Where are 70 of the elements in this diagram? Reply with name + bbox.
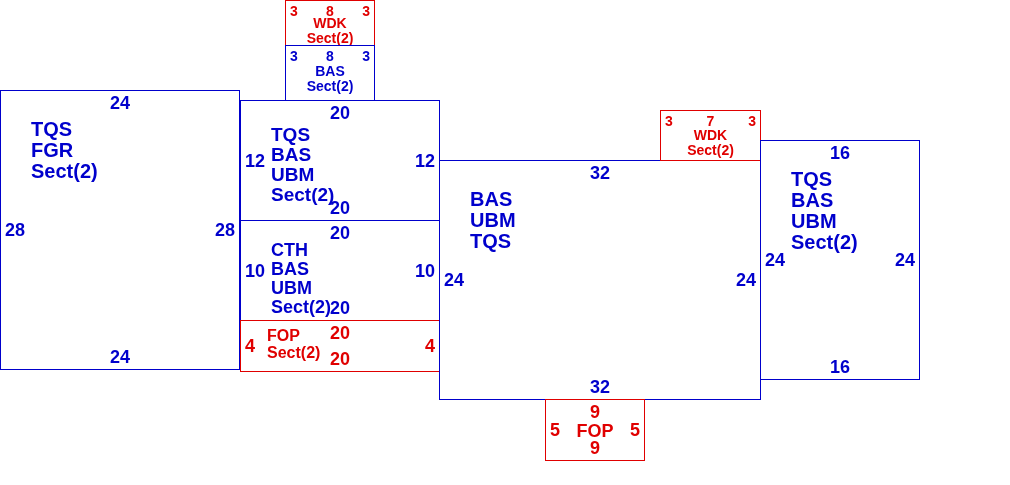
dimension-label: 5 [630,421,640,439]
dimension-label: 24 [444,271,465,289]
room-outline [0,90,240,370]
dimension-label: 20 [330,324,350,342]
dimension-label: 20 [330,350,350,368]
room-label: WDK [313,16,347,31]
room-label: BAS [271,144,312,165]
room-label: BAS [791,190,834,211]
dimension-label: 20 [330,299,350,317]
dimension-label: 32 [590,378,610,396]
room-label: Sect(2) [306,30,354,46]
room-label: FOP [267,328,300,345]
room-label: UBM [470,210,516,231]
dimension-label: 3 [665,114,673,128]
room-label: UBM [791,211,837,232]
room-label: FOP [576,422,614,441]
dimension-label: 3 [362,4,370,18]
room-label: BAS [470,189,513,210]
room-label: UBM [271,278,312,298]
room-label: Sect(2) [306,78,354,94]
dimension-label: 4 [245,337,255,355]
dimension-label: 8 [326,49,334,63]
room-label: FGR [31,140,74,161]
dimension-label: 28 [214,221,235,239]
room-outline [545,399,645,461]
room-label: TQS [31,119,73,140]
dimension-label: 10 [414,261,435,280]
room-label: Sect(2) [791,232,858,253]
dimension-label: 3 [748,114,756,128]
room-outline [240,320,440,372]
dimension-label: 28 [5,221,26,239]
dimension-label: 24 [110,348,130,366]
room-label: TQS [791,169,833,190]
dimension-label: 7 [706,114,715,128]
room-label: TQS [271,125,311,145]
dimension-label: 32 [590,164,610,182]
dimension-label: 12 [245,151,266,170]
room-label: WDK [693,128,728,143]
dimension-label: 24 [765,251,786,269]
dimension-label: 12 [414,151,435,170]
room-label: BAS [271,259,309,279]
dimension-label: 20 [330,104,350,122]
dimension-label: 5 [550,421,560,439]
room-label: Sect(2) [267,344,321,362]
room-outline [760,140,920,380]
dimension-label: 20 [330,224,350,242]
dimension-label: 8 [326,4,334,18]
room-outline [660,110,761,161]
room-label: Sect(2) [687,142,734,158]
dimension-label: 24 [110,94,130,112]
room-label: TQS [470,231,512,252]
room-label: CTH [271,241,308,260]
dimension-label: 4 [425,337,435,355]
dimension-label: 3 [290,49,298,63]
room-label: Sect(2) [31,161,98,182]
room-outline [240,100,440,221]
dimension-label: 3 [362,49,370,63]
dimension-label: 16 [830,358,850,376]
room-outline [285,0,375,46]
dimension-label: 24 [894,251,915,269]
room-outline [439,160,761,400]
dimension-label: 9 [590,403,600,421]
dimension-label: 10 [245,261,266,280]
room-label: UBM [271,164,315,185]
dimension-label: 3 [290,4,298,18]
dimension-label: 16 [830,144,850,162]
dimension-label: 9 [590,439,600,457]
dimension-label: 24 [735,271,756,289]
room-label: BAS [315,64,345,79]
room-outline [285,45,375,101]
